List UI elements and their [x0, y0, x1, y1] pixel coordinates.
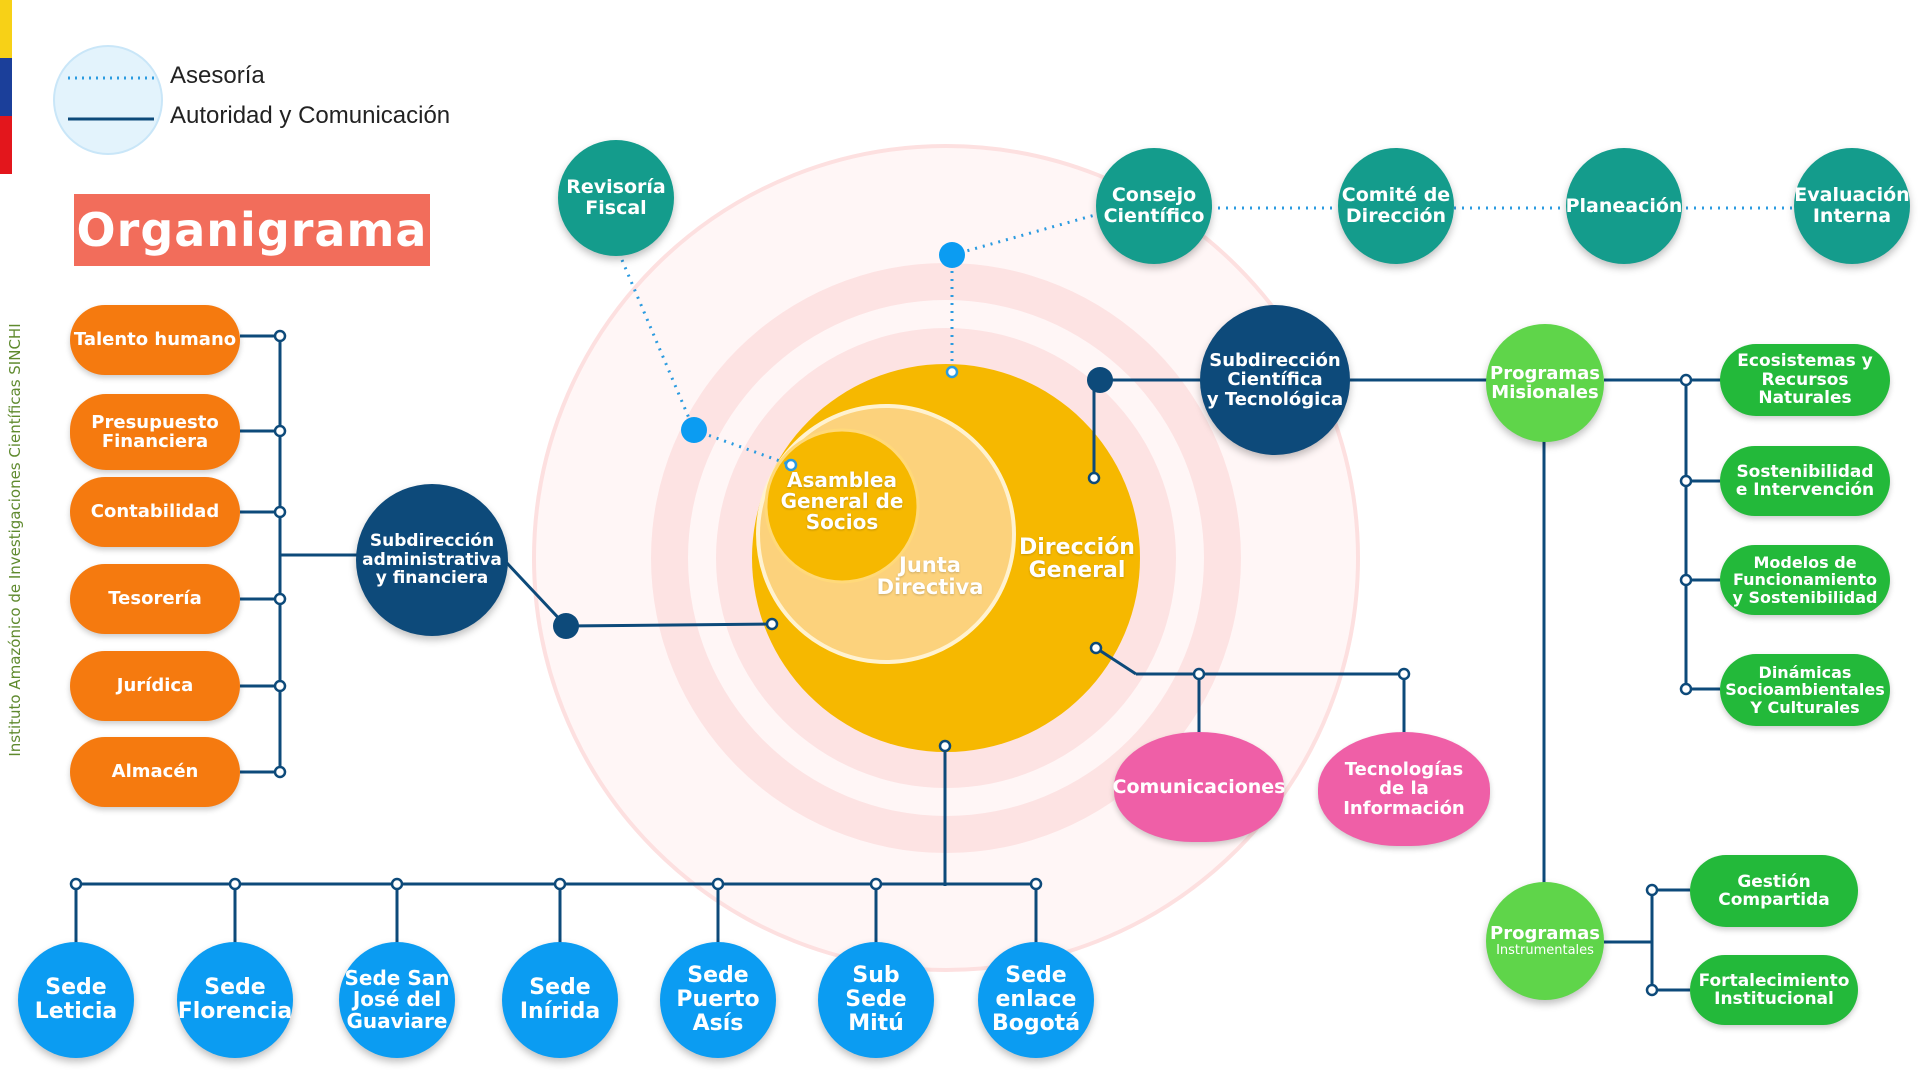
admin-unit-talento-humano: Talento humano: [70, 305, 240, 375]
subdireccion-cientifica-node: Subdirección Científica y Tecnológica: [1200, 305, 1350, 455]
legend-authority-label: Autoridad y Comunicación: [170, 102, 451, 129]
sede-enlace-bogota-node: Sede enlace Bogotá: [978, 942, 1094, 1058]
sede-puerto-asis-node: Sede Puerto Asís: [660, 942, 776, 1058]
connector-dots: [553, 242, 1113, 639]
programa-sostenibilidad: Sostenibilidad e Intervención: [1720, 446, 1890, 516]
admin-unit-presupuesto: Presupuesto Financiera: [70, 394, 240, 470]
programa-gestion-compartida: Gestión Compartida: [1690, 855, 1858, 927]
programa-dinamicas-socioambientales: Dinámicas Socioambientales Y Culturales: [1720, 654, 1890, 726]
admin-unit-juridica: Jurídica: [70, 651, 240, 721]
programa-modelos-funcionamiento: Modelos de Funcionamiento y Sostenibilid…: [1720, 545, 1890, 615]
sede-florencia-node: Sede Florencia: [177, 942, 293, 1058]
tecnologias-informacion-node: Tecnologías de la Información: [1318, 732, 1490, 846]
asamblea-circle: [764, 428, 920, 584]
sub-sede-mitu-node: Sub Sede Mitú: [818, 942, 934, 1058]
flag-yellow-stripe: [0, 0, 12, 58]
programa-ecosistemas: Ecosistemas y Recursos Naturales: [1720, 344, 1890, 416]
planeacion-node: Planeación: [1566, 148, 1682, 264]
asamblea-label: Asamblea General de Socios: [780, 468, 904, 534]
legend-advisory-label: Asesoría: [170, 62, 265, 89]
programas-instrumentales-label: Programas: [1490, 923, 1600, 945]
programas-instrumentales-sublabel: Instrumentales: [1496, 942, 1594, 958]
consejo-cientifico-node: Consejo Científico: [1096, 148, 1212, 264]
page-title: Organigrama: [74, 194, 430, 266]
advisory-lines: [620, 206, 1794, 467]
flag-blue-stripe: [0, 58, 12, 116]
legend-background: [53, 45, 163, 155]
connector-rings: [69, 329, 1693, 997]
junta-directiva-label: Junta Directiva: [876, 553, 984, 600]
programas-misionales-node: Programas Misionales: [1486, 324, 1604, 442]
comunicaciones-node: Comunicaciones: [1113, 732, 1286, 842]
sede-leticia-node: Sede Leticia: [18, 942, 134, 1058]
programas-instrumentales-node: Programas Instrumentales: [1486, 882, 1604, 1000]
flag-red-stripe: [0, 116, 12, 174]
evaluacion-interna-node: Evaluación Interna: [1794, 148, 1910, 264]
programa-fortalecimiento-institucional: Fortalecimiento Institucional: [1690, 955, 1858, 1025]
admin-unit-contabilidad: Contabilidad: [70, 477, 240, 547]
admin-unit-almacen: Almacén: [70, 737, 240, 807]
subdireccion-administrativa-node: Subdirección administrativa y financiera: [356, 484, 508, 636]
revisoria-fiscal-node: Revisoría Fiscal: [558, 140, 674, 256]
sede-san-jose-guaviare-node: Sede San José del Guaviare: [339, 942, 455, 1058]
direccion-general-label: Dirección General: [1019, 535, 1135, 584]
admin-unit-tesoreria: Tesorería: [70, 564, 240, 634]
sede-inirida-node: Sede Inírida: [502, 942, 618, 1058]
comite-direccion-node: Comité de Dirección: [1338, 148, 1454, 264]
